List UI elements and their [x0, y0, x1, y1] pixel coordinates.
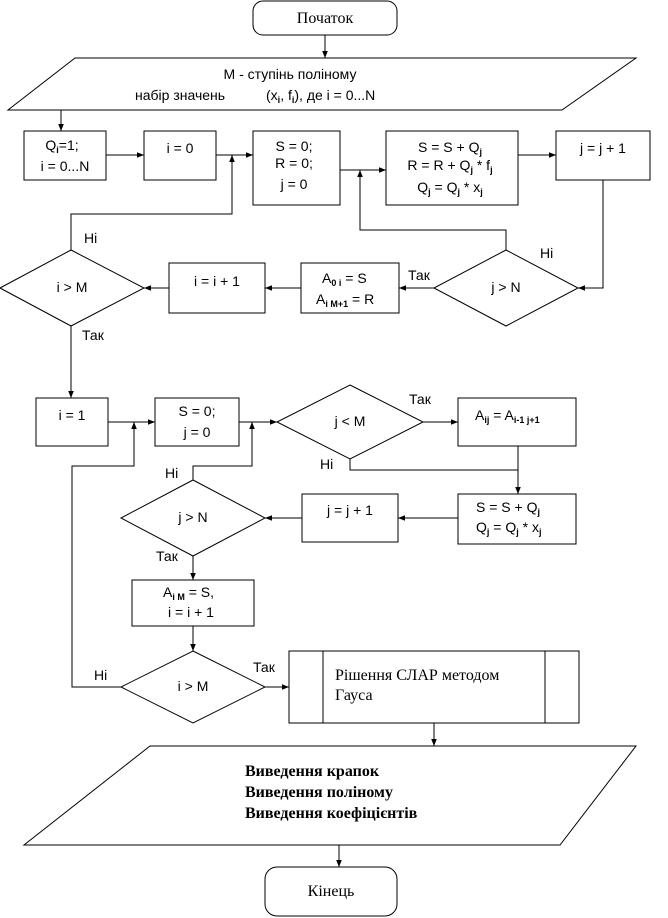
end-terminal: Кінець	[264, 866, 398, 917]
input-line2: набір значень (xi, fi), де i = 0...N	[135, 87, 375, 105]
solve-block: Рішення СЛАР методом Гауса	[288, 650, 580, 724]
assign-aim-line1: Ai M = S,	[163, 584, 214, 602]
output-block: Виведення крапок Виведення поліному Виве…	[22, 745, 638, 846]
cond-j-gt-n-1-label: j > N	[490, 279, 520, 295]
label-no-3: Ні	[320, 456, 333, 472]
shift-a-block: Aij = Ai-1 j+1	[457, 397, 577, 447]
shift-a-label: Aij = Ai-1 j+1	[475, 407, 540, 425]
cond-i-gt-m-1: i > M	[0, 249, 146, 327]
solve-line2: Гауса	[335, 687, 373, 704]
output-line2: Виведення поліному	[245, 784, 393, 801]
cond-i-gt-m-1-label: i > M	[57, 279, 88, 295]
label-no-5: Ні	[94, 667, 107, 683]
label-yes-3: Так	[409, 391, 432, 407]
inc-i-label-1: i = i + 1	[194, 273, 240, 289]
label-no-4: Ні	[165, 465, 178, 481]
arrow-loop-inits2	[71, 422, 137, 688]
start-label: Початок	[297, 10, 354, 27]
arrow-loop-inits	[70, 155, 235, 250]
init-s-block: S = 0; R = 0; j = 0	[252, 130, 341, 206]
init-s2-line2: j = 0	[183, 424, 211, 440]
label-yes-5: Так	[253, 659, 276, 675]
inc-j-block-2: j = j + 1	[301, 493, 399, 543]
inc-j-label-2: j = j + 1	[326, 502, 373, 518]
label-no-1: Ні	[540, 245, 553, 261]
assign-a-line1: A0 i = S	[322, 270, 367, 288]
arrow-incj-cond	[578, 180, 604, 291]
cond-i-gt-m-2: i > M	[119, 650, 267, 724]
set-i0-block: i = 0	[143, 130, 217, 181]
init-s2-line1: S = 0;	[179, 403, 216, 419]
accum2-line2: Qj = Qj * xj	[476, 519, 542, 537]
assign-aim-block: Ai M = S, i = i + 1	[131, 579, 255, 627]
solve-line1: Рішення СЛАР методом	[335, 667, 499, 684]
init-q-line1: Qi=1;	[45, 137, 78, 155]
cond-j-gt-n-2-label: j > N	[177, 509, 207, 525]
init-q-line2: i = 0...N	[41, 158, 90, 174]
init-q-block: Qi=1; i = 0...N	[23, 130, 107, 181]
accumulate2-block: S = S + Qj Qj = Qj * xj	[457, 493, 577, 545]
assign-a-line2: Ai M+1 = R	[316, 291, 374, 309]
cond-j-gt-n-2: j > N	[119, 479, 267, 557]
arrow-loop-cond-jltm	[192, 422, 255, 480]
label-yes-1: Так	[408, 267, 431, 283]
input-block: М - ступінь поліному набір значень (xi, …	[6, 57, 638, 111]
end-label: Кінець	[308, 883, 355, 900]
start-terminal: Початок	[252, 0, 398, 36]
output-line1: Виведення крапок	[245, 763, 380, 780]
accum-line2: R = R + Qj * fj	[407, 157, 492, 175]
init-s-line2: R = 0;	[275, 155, 313, 171]
output-line3: Виведення коефіцієнтів	[245, 805, 418, 822]
input-line1: М - ступінь поліному	[224, 66, 357, 82]
set-i1-block: i = 1	[35, 397, 109, 447]
init-s-line3: j = 0	[280, 176, 308, 192]
label-yes-4: Так	[156, 548, 179, 564]
arrow-loop-accum	[357, 170, 507, 250]
label-yes-2: Так	[82, 327, 105, 343]
inc-j-label-1: j = j + 1	[579, 140, 626, 156]
set-i1-label: i = 1	[59, 407, 86, 423]
init-s2-block: S = 0; j = 0	[154, 397, 240, 447]
inc-j-block-1: j = j + 1	[555, 130, 651, 181]
accum-line1: S = S + Qj	[418, 139, 482, 157]
cond-j-gt-n-1: j > N	[432, 249, 580, 327]
cond-i-gt-m-2-label: i > M	[178, 678, 209, 694]
set-i0-label: i = 0	[167, 140, 194, 156]
inc-i-block-1: i = i + 1	[168, 262, 266, 314]
cond-j-lt-m: j < M	[275, 384, 425, 460]
arrow-cond-accum2	[349, 459, 521, 494]
label-no-2: Ні	[84, 230, 97, 246]
init-s-line1: S = 0;	[276, 138, 313, 154]
accum-line3: Qj = Qj * xj	[417, 179, 483, 197]
accum2-line1: S = S + Qj	[476, 499, 540, 517]
assign-aim-line2: i = i + 1	[168, 604, 214, 620]
accumulate-block: S = S + Qj R = R + Qj * fj Qj = Qj * xj	[385, 130, 519, 206]
cond-j-lt-m-label: j < M	[334, 413, 366, 429]
assign-a-block: A0 i = S Ai M+1 = R	[300, 262, 400, 314]
